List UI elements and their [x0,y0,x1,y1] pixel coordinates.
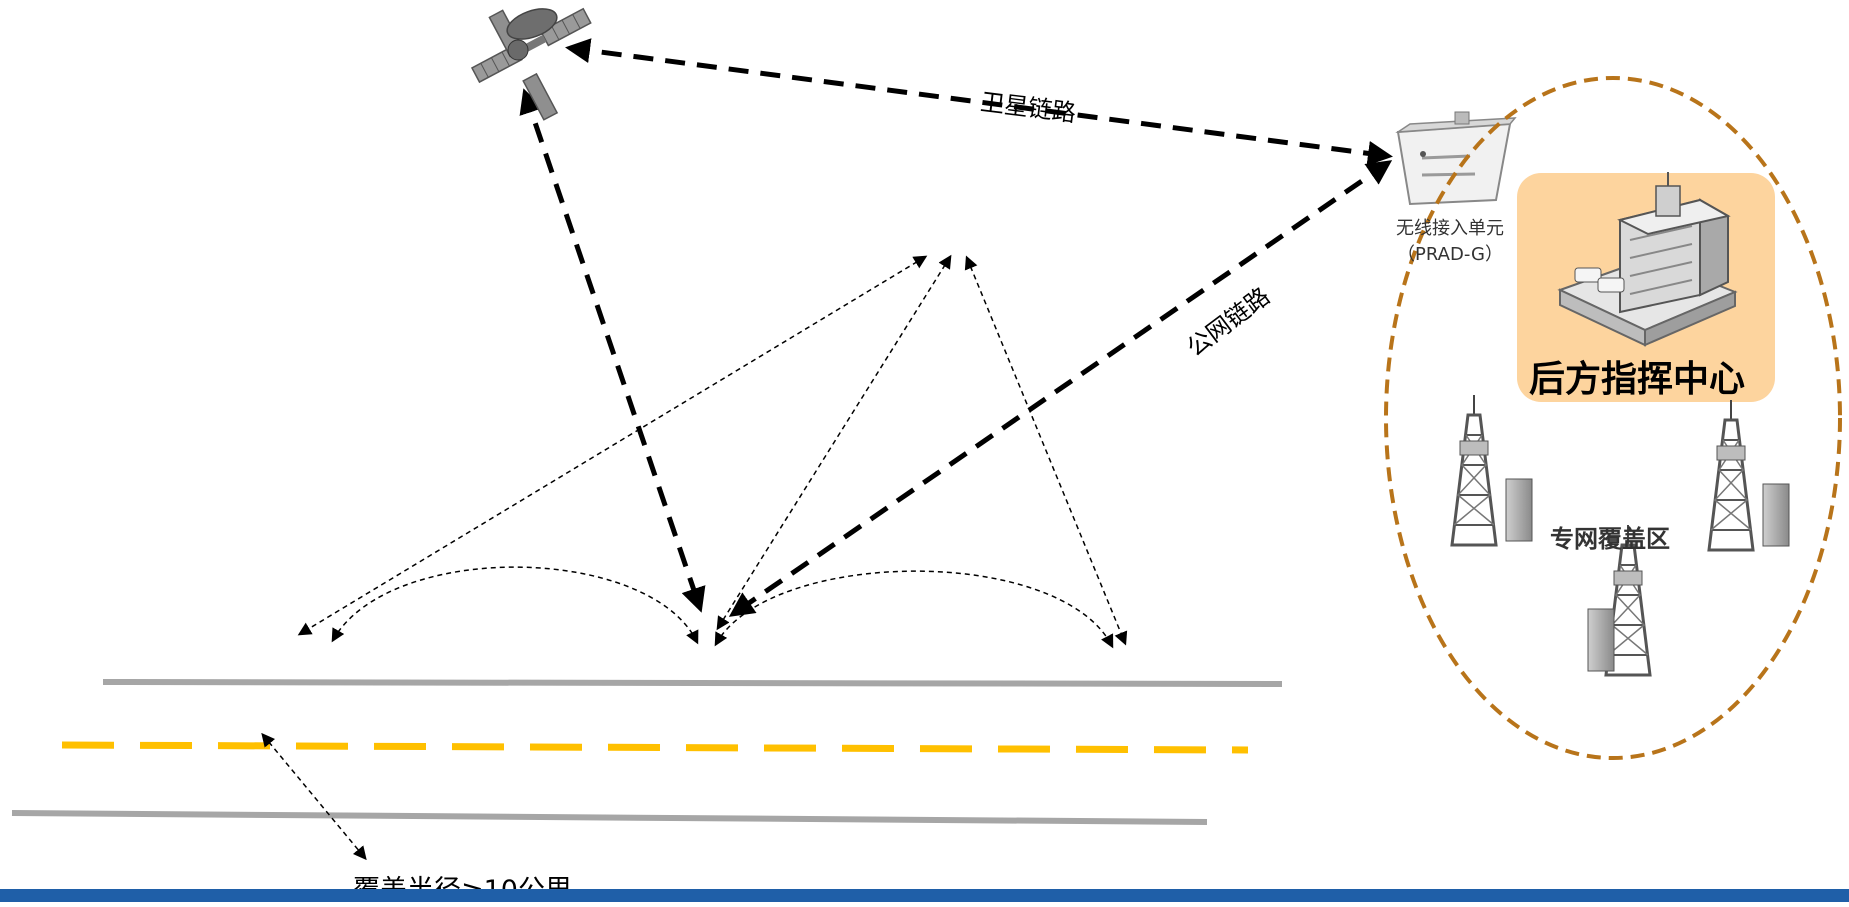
private-network-coverage-label: 专网覆盖区 [1550,525,1670,553]
relay-line-center [716,254,952,631]
wireless-unit-label: 无线接入单元 [1396,218,1504,239]
road-centerline [61,741,1249,754]
relay-line-right [964,255,1128,646]
relay-links [261,254,1128,861]
satellite-link-line [565,38,1393,166]
coverage-radius-line [261,732,367,861]
main-links [519,38,1393,617]
hop-arc-right [714,570,1114,649]
building-icon [1557,172,1738,347]
satellite-ground-link-line [519,88,706,613]
satellite-icon [470,7,592,121]
public-network-link-line [728,160,1393,617]
wireless-unit-icon [1395,111,1517,206]
road-top-edge [102,679,1283,687]
bottom-bar [0,889,1849,902]
rear-command-center-label: 后方指挥中心 [1528,359,1745,400]
private-network-coverage-boundary [1384,76,1842,760]
tower-icon [1450,395,1533,547]
road-bottom-edge [11,810,1208,825]
tower-icon [1587,525,1652,677]
hop-arc-left [331,566,699,645]
road [11,679,1283,825]
tower-icon [1707,400,1790,552]
wireless-unit-model-label: （PRAD-G） [1397,244,1503,265]
relay-line-left [297,255,928,636]
